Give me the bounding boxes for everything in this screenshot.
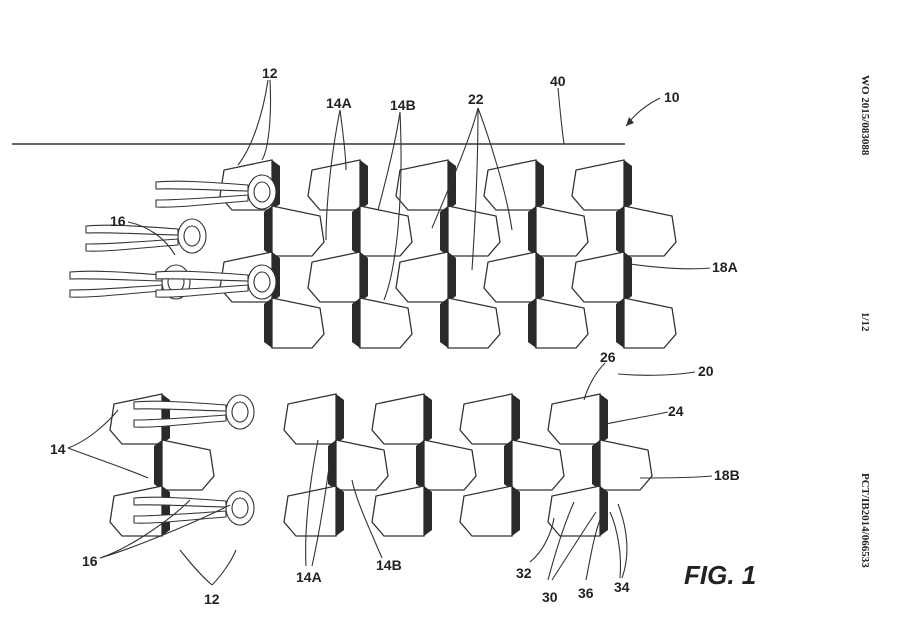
label-18A: 18A xyxy=(712,259,738,275)
label-40: 40 xyxy=(550,73,566,89)
upper-col-4-seat-3 xyxy=(483,251,544,303)
lower-col-5-seat-3 xyxy=(547,485,608,537)
upper-col-2-seat-1 xyxy=(307,159,368,211)
upper-col-2-seat-3 xyxy=(307,251,368,303)
leader-lines xyxy=(67,79,713,586)
label-34: 34 xyxy=(614,579,630,595)
reference-labels: 10 12 14A 14B 22 40 16 18A 20 26 24 14 1… xyxy=(50,65,756,607)
label-10: 10 xyxy=(664,89,680,105)
upper-col-4-seat-2 xyxy=(528,205,589,257)
lower-col-4-seat-2 xyxy=(504,439,565,491)
publication-number: WO 2015/083088 xyxy=(859,75,871,156)
label-32: 32 xyxy=(516,565,532,581)
upper-col-5-seat-4 xyxy=(616,297,677,349)
upper-col-2-seat-4 xyxy=(352,297,413,349)
occupants xyxy=(69,174,277,526)
occupant-4 xyxy=(155,264,277,300)
upper-col-5-seat-1 xyxy=(571,159,632,211)
lower-col-3-seat-1 xyxy=(371,393,432,445)
occupant-5 xyxy=(133,394,255,430)
upper-col-1-seat-4 xyxy=(264,297,325,349)
seating-arrangement xyxy=(109,159,677,537)
lower-col-4-seat-3 xyxy=(459,485,520,537)
label-30: 30 xyxy=(542,589,558,605)
label-36: 36 xyxy=(578,585,594,601)
application-number: PCT/IB2014/066533 xyxy=(859,473,871,568)
label-14A-top: 14A xyxy=(326,95,352,111)
lower-col-5-seat-2 xyxy=(592,439,653,491)
label-14B-bottom: 14B xyxy=(376,557,402,573)
label-16-top: 16 xyxy=(110,213,126,229)
sheet-number: 1/12 xyxy=(859,312,871,332)
label-14B-top: 14B xyxy=(390,97,416,113)
upper-col-3-seat-4 xyxy=(440,297,501,349)
upper-col-3-seat-1 xyxy=(395,159,456,211)
label-22: 22 xyxy=(468,91,484,107)
occupant-2 xyxy=(85,218,207,254)
upper-col-4-seat-1 xyxy=(483,159,544,211)
figure-caption: FIG. 1 xyxy=(684,560,756,590)
lower-col-3-seat-2 xyxy=(416,439,477,491)
upper-col-1-seat-2 xyxy=(264,205,325,257)
lower-col-3-seat-3 xyxy=(371,485,432,537)
label-24: 24 xyxy=(668,403,684,419)
occupant-1 xyxy=(155,174,277,210)
label-26: 26 xyxy=(600,349,616,365)
lower-col-1-seat-3 xyxy=(109,485,170,537)
lower-col-2-seat-3 xyxy=(283,485,344,537)
label-18B: 18B xyxy=(714,467,740,483)
lower-col-4-seat-1 xyxy=(459,393,520,445)
upper-col-5-seat-3 xyxy=(571,251,632,303)
lower-col-2-seat-2 xyxy=(328,439,389,491)
label-20: 20 xyxy=(698,363,714,379)
label-12-top: 12 xyxy=(262,65,278,81)
upper-col-3-seat-2 xyxy=(440,205,501,257)
label-16-bottom: 16 xyxy=(82,553,98,569)
lower-col-5-seat-1 xyxy=(547,393,608,445)
label-12-bottom: 12 xyxy=(204,591,220,607)
lower-col-1-seat-2 xyxy=(154,439,215,491)
upper-col-4-seat-4 xyxy=(528,297,589,349)
occupant-6 xyxy=(133,490,255,526)
upper-col-5-seat-2 xyxy=(616,205,677,257)
label-14A-bottom: 14A xyxy=(296,569,322,585)
upper-col-3-seat-3 xyxy=(395,251,456,303)
label-14: 14 xyxy=(50,441,66,457)
upper-col-2-seat-2 xyxy=(352,205,413,257)
lower-col-2-seat-1 xyxy=(283,393,344,445)
